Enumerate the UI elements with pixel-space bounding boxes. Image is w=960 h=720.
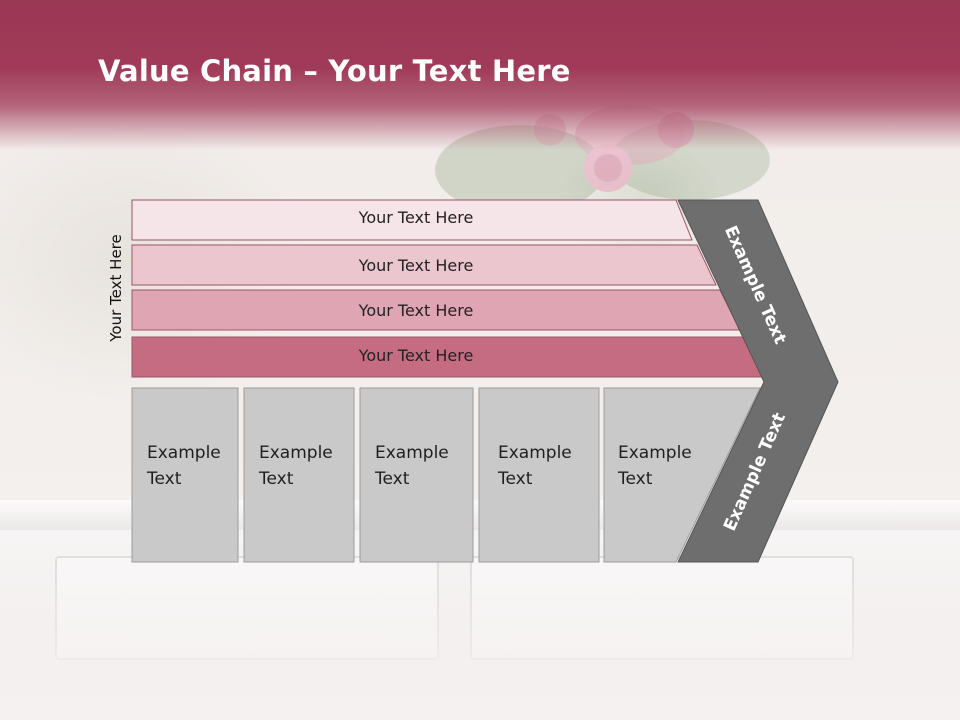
header-band bbox=[0, 0, 960, 150]
box-shape-5 bbox=[603, 387, 761, 563]
page-title: Value Chain – Your Text Here bbox=[98, 54, 571, 88]
box-label-4-line2: Text bbox=[498, 469, 533, 489]
box-shape-1 bbox=[131, 387, 239, 563]
bar-label-4: Your Text Here bbox=[358, 346, 474, 365]
bar-shape-2 bbox=[131, 244, 717, 286]
box-shape-3 bbox=[359, 387, 474, 563]
box-shape-2 bbox=[243, 387, 355, 563]
box-label-5-line1: Example bbox=[618, 443, 692, 463]
bar-label-1: Your Text Here bbox=[358, 208, 474, 227]
title-rest: – Your Text Here bbox=[293, 54, 571, 88]
title-bold: Value Chain bbox=[98, 54, 294, 88]
box-label-4-line1: Example bbox=[498, 443, 572, 463]
bar-label-2: Your Text Here bbox=[358, 256, 474, 275]
box-label-3-line1: Example bbox=[375, 443, 449, 463]
chevron-shape bbox=[677, 199, 839, 563]
box-label-2-line2: Text bbox=[259, 469, 294, 489]
box-label-1-line2: Text bbox=[147, 469, 182, 489]
bar-label-3: Your Text Here bbox=[358, 301, 474, 320]
bar-shape-1 bbox=[131, 199, 693, 241]
box-label-1-line1: Example bbox=[147, 443, 221, 463]
box-label-2-line1: Example bbox=[259, 443, 333, 463]
box-label-3-line2: Text bbox=[375, 469, 410, 489]
reflection-fade bbox=[0, 564, 960, 720]
box-label-5-line2: Text bbox=[618, 469, 653, 489]
box-shape-4 bbox=[478, 387, 600, 563]
